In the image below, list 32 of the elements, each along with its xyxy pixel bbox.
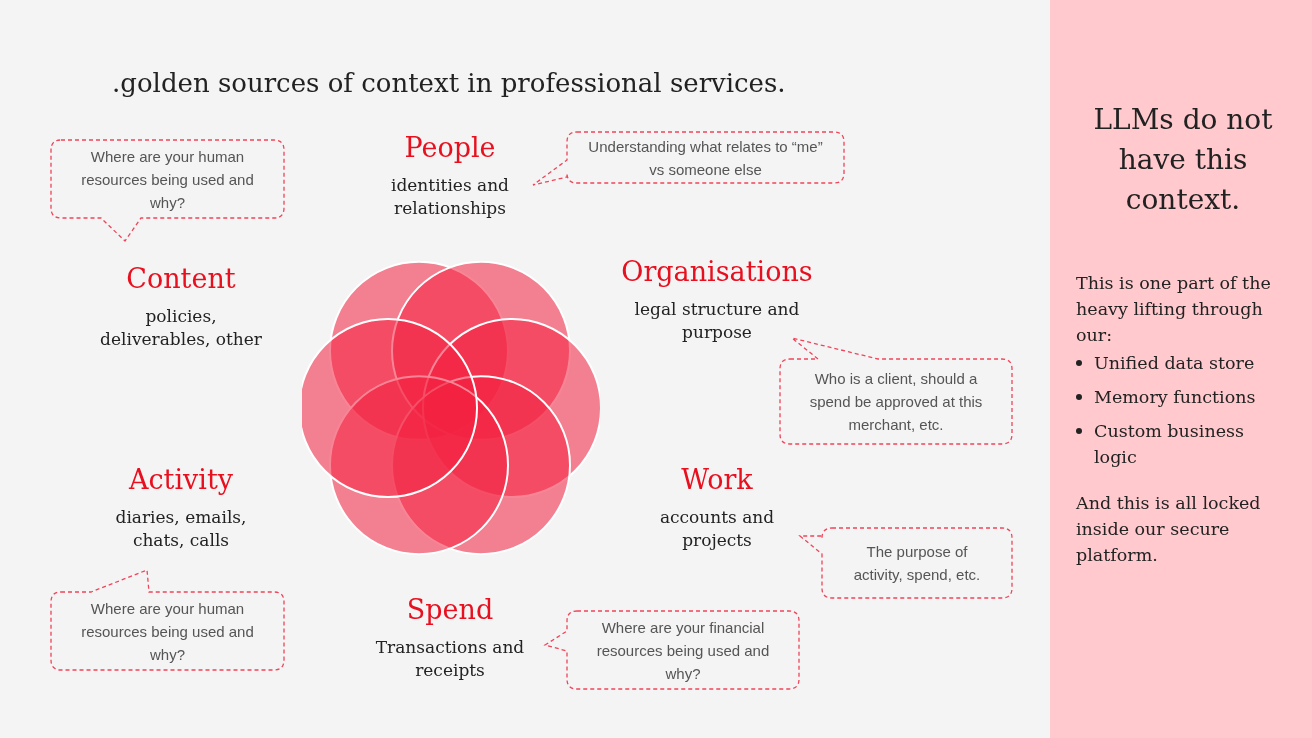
category-description: policies, deliverables, other xyxy=(99,305,263,351)
bubble-text: The purpose of activity, spend, etc. xyxy=(852,542,982,585)
category-heading: People xyxy=(404,131,496,165)
speech-bubble xyxy=(798,527,1015,601)
category-description: identities and relationships xyxy=(390,174,510,220)
panel-heading: LLMs do not have this context. xyxy=(1092,102,1274,218)
category-description: accounts and projects xyxy=(658,506,776,552)
category-description: diaries, emails, chats, calls xyxy=(114,506,248,552)
bullet-item: Unified data store xyxy=(1076,350,1276,376)
category-heading: Spend xyxy=(406,593,494,627)
title: .golden sources of context in professional services. xyxy=(112,67,786,100)
category-heading: Content xyxy=(126,262,236,296)
speech-bubble xyxy=(543,610,802,692)
panel-text: This is one part of the heavy lifting through our: xyxy=(1076,272,1272,347)
side-panel xyxy=(1050,0,1312,738)
bubble-text: Understanding what relates to “me” vs someone else xyxy=(588,136,823,180)
bullet-item: Memory functions xyxy=(1076,384,1276,410)
bubble-text: Who is a client, should a spend be approved at this merchant, etc. xyxy=(808,369,984,435)
bubble-text: Where are your financial resources being used and why? xyxy=(595,617,771,684)
speech-bubble xyxy=(530,131,846,187)
speech-bubble xyxy=(50,568,286,673)
bubble-text: Where are your human resources being used and why? xyxy=(80,598,255,665)
bullet-item: Custom business logic xyxy=(1076,418,1276,470)
speech-bubble xyxy=(50,139,286,243)
category-heading: Activity xyxy=(128,463,234,497)
panel-text: And this is all locked inside our secure platform. xyxy=(1076,492,1262,567)
category-description: Transactions and receipts xyxy=(374,636,526,682)
category-heading: Organisations xyxy=(621,255,813,289)
bubble-text: Where are your human resources being used and why? xyxy=(80,146,255,213)
category-description: legal structure and purpose xyxy=(633,298,801,344)
category-heading: Work xyxy=(681,463,753,497)
speech-bubble xyxy=(779,336,1015,447)
